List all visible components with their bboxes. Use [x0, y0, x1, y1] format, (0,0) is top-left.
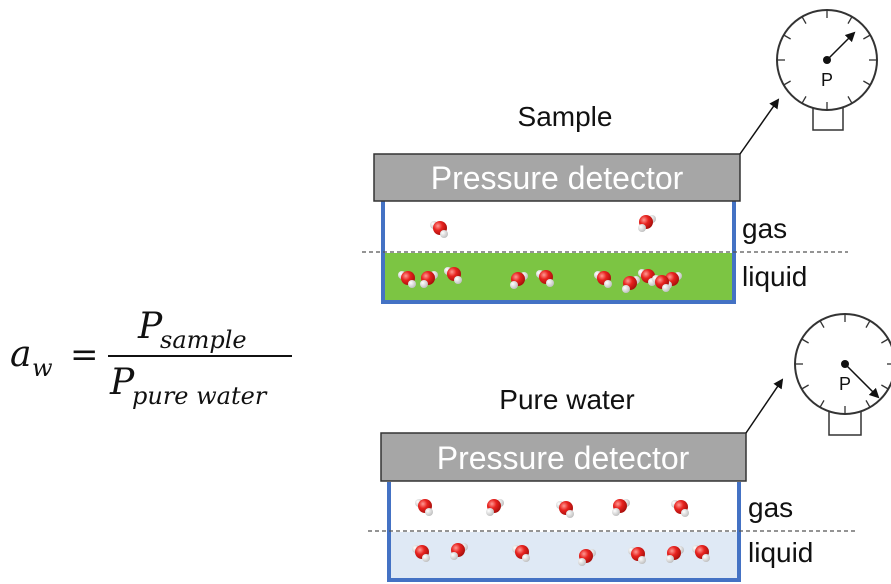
formula-numerator-subscript: sample [160, 326, 247, 354]
gauge-tick [819, 400, 825, 408]
water-molecule [638, 269, 656, 286]
gauge-tick [801, 96, 807, 104]
sample-panel: Sample Pressure detector gas liquid P [362, 9, 878, 304]
gauge-tick [801, 338, 809, 344]
gauge-tick [863, 34, 871, 40]
hydrogen-atom [681, 509, 689, 517]
formula-lhs-symbol: a [10, 334, 31, 375]
sample-container [381, 200, 736, 304]
hydrogen-atom [612, 508, 620, 516]
water-molecule [486, 499, 504, 516]
water-molecule [512, 545, 530, 562]
water-molecule [412, 545, 430, 562]
gauge-tick [881, 384, 889, 390]
water-molecule [666, 546, 684, 563]
hydrogen-atom [662, 284, 670, 292]
water-molecule [628, 547, 646, 564]
gauge-tick [865, 320, 871, 328]
sample-pressure-gauge: P [776, 9, 878, 131]
gauge-tick [865, 400, 871, 408]
gauge-tick [819, 320, 825, 328]
gauge-tick [801, 384, 809, 390]
hydrogen-atom [604, 280, 612, 288]
pure-water-gas-label: gas [748, 492, 793, 523]
water-molecule [612, 499, 630, 516]
water-molecule [430, 221, 448, 238]
water-molecule [420, 271, 438, 288]
hydrogen-atom [546, 279, 554, 287]
formula-denominator-symbol: P [109, 362, 135, 403]
sample-title: Sample [518, 101, 613, 132]
water-molecule [444, 267, 462, 284]
sample-pressure-detector-label: Pressure detector [431, 160, 684, 196]
hydrogen-atom [408, 280, 416, 288]
sample-water-molecules [398, 215, 682, 293]
pure-water-gauge-pivot [841, 360, 849, 368]
hydrogen-atom [450, 552, 458, 560]
hydrogen-atom [702, 554, 710, 562]
sample-gauge-label: P [821, 70, 833, 90]
hydrogen-atom [486, 508, 494, 516]
gauge-tick [881, 338, 889, 344]
pure-water-detector-arrow [745, 378, 784, 434]
pure-water-gauge-needle [844, 363, 880, 399]
water-activity-formula: a w = P sample P pure water [10, 306, 292, 410]
sample-gas-label: gas [742, 213, 787, 244]
gauge-tick [847, 96, 853, 104]
water-molecule [556, 501, 574, 518]
pure-water-title: Pure water [499, 384, 634, 415]
hydrogen-atom [522, 554, 530, 562]
pure-water-liquid [391, 532, 737, 578]
pure-water-gauge-ticks [795, 314, 891, 414]
gauge-tick [801, 16, 807, 24]
water-molecule [692, 545, 710, 562]
hydrogen-atom [666, 555, 674, 563]
sample-gauge-ticks [777, 10, 877, 110]
hydrogen-atom [638, 556, 646, 564]
hydrogen-atom [622, 285, 630, 293]
gauge-tick [783, 34, 791, 40]
pure-water-water-molecules [412, 499, 710, 566]
formula-numerator-symbol: P [137, 306, 163, 347]
formula-equals: = [70, 335, 99, 375]
water-molecule [622, 276, 640, 293]
pure-water-pressure-detector-label: Pressure detector [437, 440, 690, 476]
hydrogen-atom [454, 276, 462, 284]
sample-gauge-pivot [823, 56, 831, 64]
sample-liquid-label: liquid [742, 261, 807, 292]
formula-lhs-subscript: w [32, 354, 53, 382]
gauge-tick [847, 16, 853, 24]
water-molecule [594, 271, 612, 288]
water-molecule [510, 272, 528, 289]
sample-pressure-detector [373, 153, 741, 202]
hydrogen-atom [638, 224, 646, 232]
hydrogen-atom [420, 280, 428, 288]
hydrogen-atom [440, 230, 448, 238]
pure-water-pressure-gauge: P [794, 313, 891, 436]
gauge-tick [863, 80, 871, 86]
pure-water-pressure-detector [380, 432, 747, 482]
pure-water-liquid-label: liquid [748, 537, 813, 568]
water-molecule [638, 215, 656, 232]
water-molecule [398, 271, 416, 288]
water-molecule [450, 543, 468, 560]
pure-water-panel: Pure water Pressure detector gas liquid … [368, 313, 891, 582]
sample-detector-arrow [739, 98, 780, 155]
water-molecule [578, 549, 596, 566]
water-molecule [652, 275, 670, 292]
hydrogen-atom [425, 508, 433, 516]
formula-denominator-subscript: pure water [132, 382, 268, 410]
hydrogen-atom [510, 281, 518, 289]
water-molecule [671, 500, 689, 517]
water-molecule [536, 270, 554, 287]
water-molecule [415, 499, 433, 516]
sample-gauge-needle [826, 31, 856, 61]
hydrogen-atom [578, 558, 586, 566]
hydrogen-atom [422, 554, 430, 562]
gauge-tick [783, 80, 791, 86]
hydrogen-atom [566, 510, 574, 518]
pure-water-gauge-label: P [839, 374, 851, 394]
